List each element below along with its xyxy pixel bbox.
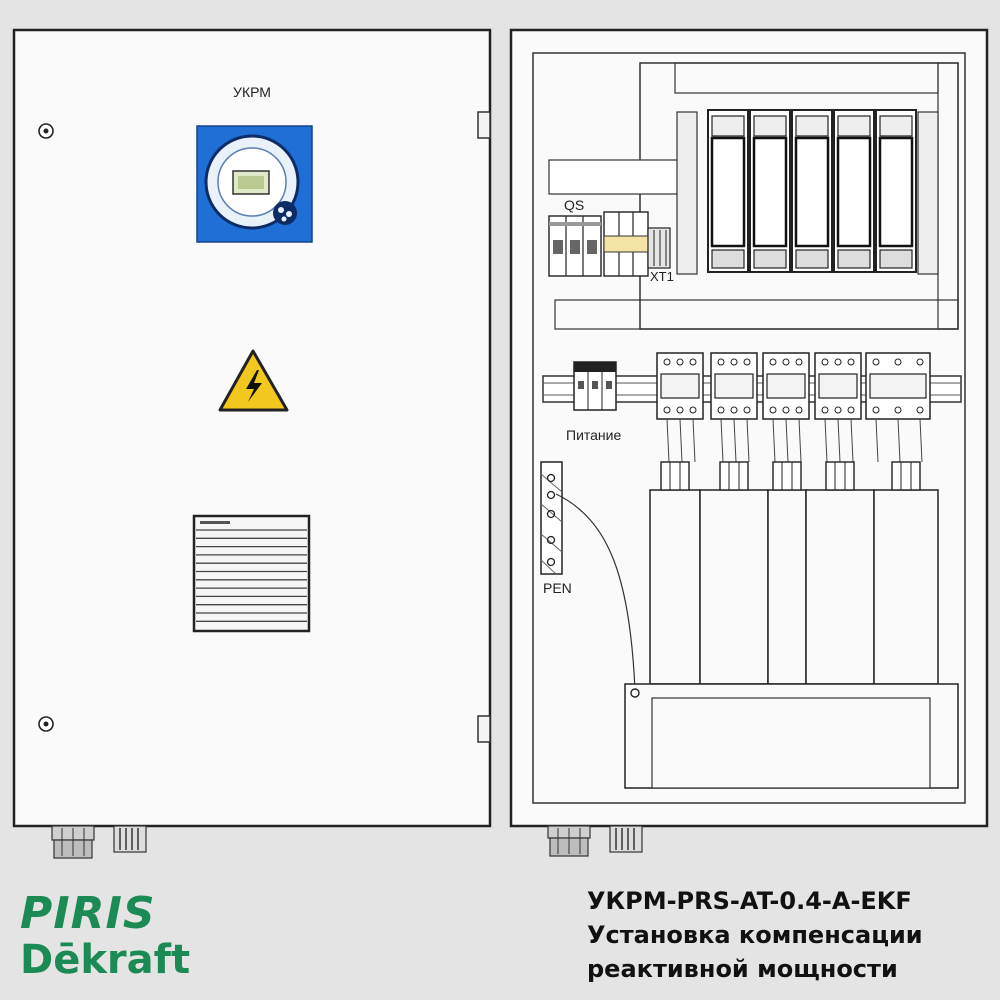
capacitor: [805, 461, 875, 685]
capacitor-contactor: [865, 352, 931, 463]
qs-label: QS: [564, 197, 584, 213]
contactor-module: [833, 109, 875, 273]
pen-label: PEN: [543, 580, 572, 596]
product-code: УКРМ-PRS-AT-0.4-A-EKF: [587, 887, 912, 915]
capacitor: [699, 461, 769, 685]
cabinet-interior: QS XT1 Питание: [509, 28, 989, 857]
contactor-module: [791, 109, 833, 273]
cable-gland-left: [51, 825, 95, 859]
capacitor: [649, 461, 701, 685]
capacitor-contactor: [656, 352, 704, 463]
cable-gland-interior-right: [609, 825, 643, 853]
capacitor-bank: [649, 461, 939, 698]
cable-gland-right: [113, 825, 147, 853]
xt-label: XT1: [650, 269, 674, 284]
contactor-module: [707, 109, 749, 273]
contactor-module: [749, 109, 791, 273]
power-factor-controller: [196, 125, 313, 243]
capacitor: [767, 461, 807, 685]
product-description-line1: Установка компенсации: [587, 921, 923, 949]
contactor-module: [875, 109, 917, 273]
fuse-block: [603, 211, 671, 277]
pen-bar: [540, 461, 563, 575]
product-caption: УКРМ-PRS-AT-0.4-A-EKF Установка компенса…: [587, 884, 987, 986]
ventilation-grille: [192, 514, 311, 633]
cable-gland-interior-left: [547, 825, 591, 857]
qs-breaker: [548, 215, 602, 277]
high-voltage-warning-icon: [218, 349, 289, 412]
door-lock-top-icon: [38, 123, 54, 139]
door-hinge-top: [477, 111, 491, 139]
pen-ground-wire: [555, 493, 636, 691]
capacitor-base-rail: [624, 683, 959, 789]
capacitor-contactor: [762, 352, 810, 463]
controller-buttons-icon: [273, 201, 297, 225]
power-terminal: [573, 361, 617, 411]
capacitor-contactors: [656, 352, 931, 463]
contactor-block: [676, 109, 939, 275]
capacitor-contactor: [814, 352, 862, 463]
door-lock-bottom-icon: [38, 716, 54, 732]
front-panel-title: УКРМ: [233, 84, 271, 100]
front-door: УКРМ: [12, 28, 492, 859]
capacitor-contactor: [710, 352, 758, 463]
brand-logo-line1: PIRIS: [20, 888, 156, 939]
brand-logo: PIRIS Dēkraft: [20, 888, 191, 983]
capacitor: [873, 461, 939, 685]
power-label: Питание: [566, 427, 621, 443]
door-hinge-bottom: [477, 715, 491, 743]
product-description-line2: реактивной мощности: [587, 955, 898, 983]
brand-logo-line2: Dēkraft: [20, 937, 191, 983]
